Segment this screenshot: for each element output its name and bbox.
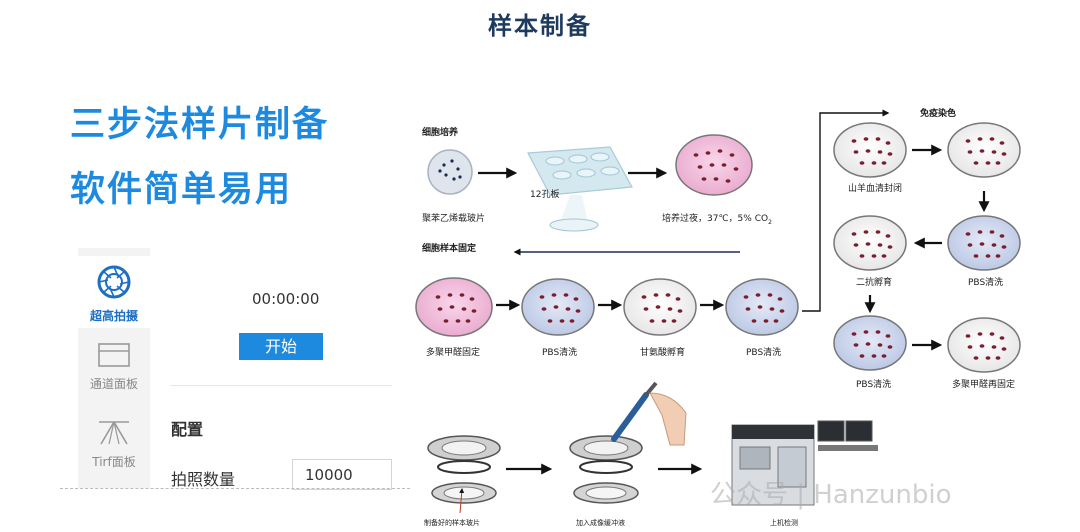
photo-count-input[interactable] [292,459,392,490]
cell-culture-heading: 细胞培养 [422,128,459,138]
sample-holder-icon [427,435,501,514]
dashed-separator [60,488,410,489]
camera-lens-icon [97,265,131,299]
sidebar-item-channel-panel[interactable]: 通道面板 [78,336,150,396]
sidebar-item-label: 通道面板 [89,377,138,391]
headline-line1: 三步法样片制备 [70,105,330,145]
microscope-instrument-icon [731,420,878,506]
immuno-dish-5 [833,315,907,371]
immuno-step-3: 二抗孵育 [856,278,893,288]
sidebar-item-super-resolution[interactable]: 超高拍摄 [78,256,150,328]
headline-line2: 软件简单易用 [70,170,293,210]
fixation-dish-1 [415,277,493,337]
coverslip-icon [427,149,473,195]
immuno-step-1: 山羊血清封闭 [848,184,903,194]
culture-dish-icon [675,134,753,196]
plate-label: 12孔板 [530,190,560,200]
mounting-step-2: 加入成像缓冲液 [576,519,625,527]
sidebar-item-tirf-panel[interactable]: Tirf面板 [78,414,150,474]
well-plate-icon [527,146,633,232]
mounting-step-3: 上机检测 [770,519,798,527]
diagram-graphics [415,109,1021,514]
photo-count-label: 拍照数量 [171,470,236,489]
fixation-dish-4 [725,278,799,336]
elapsed-timer: 00:00:00 [252,290,320,308]
divider [170,385,392,386]
fixation-dish-2 [521,278,595,336]
software-sidebar: 超高拍摄 通道面板 Tirf面板 [78,248,150,488]
immunostaining-heading: 免疫染色 [920,109,957,119]
fixation-dish-3 [623,278,697,336]
immuno-dish-1 [833,122,907,178]
workflow-diagram: 细胞培养 聚苯乙烯载玻片 12孔板 培养过夜，37℃，5% CO2 细胞样本固定… [400,95,1080,532]
co2-subscript: 2 [768,218,772,226]
start-button[interactable]: 开始 [239,333,323,360]
sidebar-item-label: 超高拍摄 [89,309,138,323]
immuno-dish-3 [947,215,1021,271]
panel-window-icon [98,343,130,367]
fixation-step-1: 多聚甲醛固定 [426,348,481,358]
page-title: 样本制备 [488,12,592,40]
coverslip-label: 聚苯乙烯载玻片 [422,214,486,224]
config-heading: 配置 [171,420,204,439]
culture-condition-label: 培养过夜，37℃，5% CO2 [662,214,772,226]
immuno-step-4: PBS清洗 [856,380,892,390]
fixation-step-3: 甘氨酸孵育 [640,348,686,358]
fixation-step-2: PBS清洗 [542,348,578,358]
mounting-step-1: 制备好的样本玻片 [424,519,480,527]
immuno-dish-2 [947,122,1021,178]
immuno-dish-6 [947,317,1021,373]
sidebar-item-label: Tirf面板 [92,455,136,469]
tirf-beam-icon [99,421,129,445]
immuno-step-5: 多聚甲醛再固定 [952,380,1016,390]
immuno-step-2: PBS清洗 [968,278,1004,288]
immuno-dish-4 [833,215,907,271]
buffer-loading-icon [569,381,687,504]
fixation-heading: 细胞样本固定 [422,244,477,254]
watermark: 公众号 | Hanzunbio [710,480,952,510]
fixation-step-4: PBS清洗 [746,348,782,358]
